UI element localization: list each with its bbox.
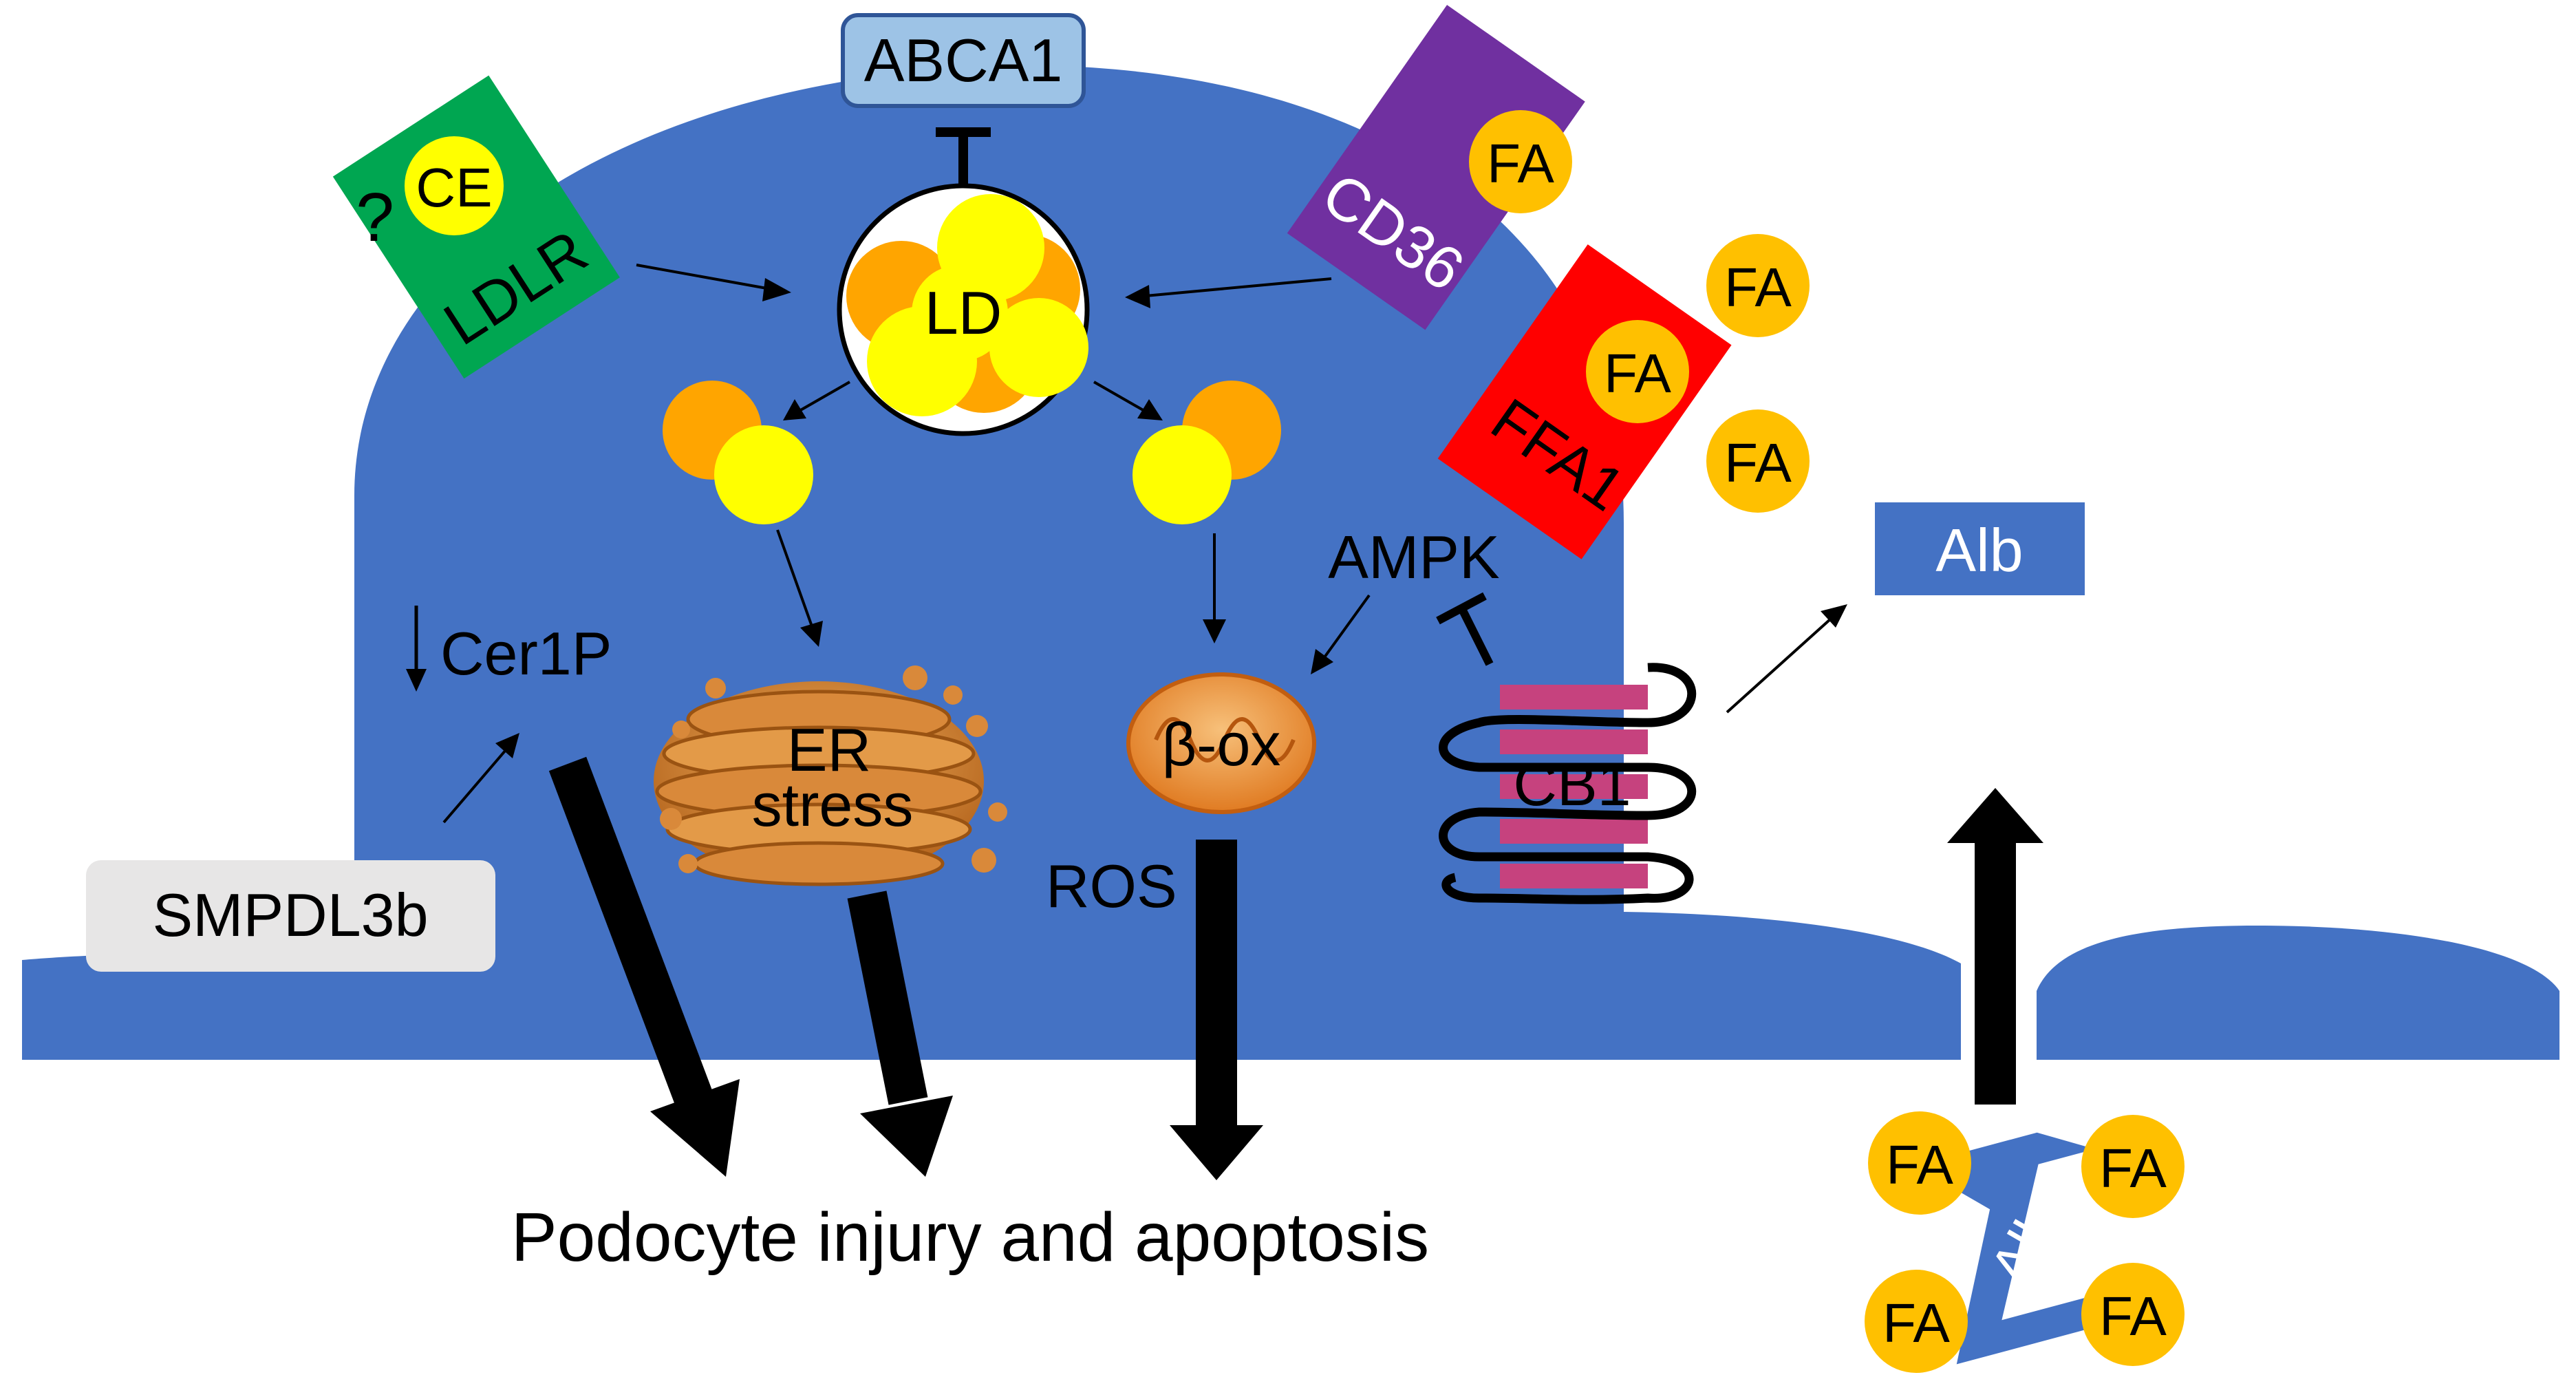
smpdl3b-label: SMPDL3b	[152, 881, 428, 949]
fa-alb-3: FA	[1865, 1270, 1968, 1373]
outcome-label: Podocyte injury and apoptosis	[511, 1199, 1429, 1276]
cb1-receptor: CB1	[1439, 663, 1697, 904]
fa-label: FA	[1882, 1292, 1950, 1354]
neighbor-foot-process	[2037, 926, 2559, 1060]
er-label: ER	[787, 716, 871, 784]
arrow-cb1-to-alb	[1726, 604, 1847, 714]
arrow-er-to-injury	[847, 891, 953, 1177]
abca1-transporter: ABCA1	[841, 13, 1086, 108]
fa-on-ffa1: FA	[1586, 320, 1689, 423]
fa-on-cd36: FA	[1469, 110, 1572, 213]
fa-alb-2: FA	[2081, 1115, 2185, 1218]
fa-label: FA	[2099, 1138, 2167, 1199]
cb1-label: CB1	[1513, 750, 1631, 818]
endoplasmic-reticulum: ER stress	[654, 665, 1007, 886]
lipid-droplet: LD	[837, 183, 1090, 436]
ce-label: CE	[416, 157, 492, 218]
lipid-pair-left	[663, 381, 813, 524]
fa-alb-1: FA	[1868, 1111, 1971, 1215]
arrow-cer1p-to-injury	[548, 756, 740, 1177]
arrow-smpdl3b-to-cer1p	[442, 733, 519, 824]
fa-free-2: FA	[1706, 409, 1810, 513]
arrow-ldlr-to-ld	[636, 264, 791, 301]
fa-label: FA	[1886, 1134, 1953, 1195]
arrow-ld-to-left-pair	[783, 381, 850, 420]
fa-label: FA	[1604, 343, 1671, 404]
fa-label: FA	[1724, 257, 1792, 318]
ce-particle: CE	[405, 136, 504, 235]
fa-alb-4: FA	[2081, 1263, 2185, 1366]
beta-ox-label: β-ox	[1162, 710, 1281, 778]
arrow-left-pair-to-er	[776, 529, 823, 647]
abca1-label: ABCA1	[864, 26, 1063, 94]
fa-free-1: FA	[1706, 234, 1810, 337]
arrow-ld-to-right-pair	[1093, 381, 1163, 420]
ffa1-receptor: FFA1	[1437, 244, 1732, 559]
fa-label: FA	[1487, 133, 1554, 194]
arrow-right-pair-to-mito	[1203, 533, 1226, 643]
fa-label: FA	[2099, 1286, 2167, 1347]
cer1p-label: Cer1P	[440, 619, 612, 687]
arrow-cd36-to-ld	[1125, 277, 1332, 308]
cer1p-decrease-arrow	[406, 606, 427, 692]
mitochondrion: β-ox	[1126, 672, 1316, 814]
ld-label: LD	[925, 279, 1002, 347]
alb-label: Alb	[1935, 516, 2023, 584]
question-mark: ?	[356, 179, 394, 256]
arrow-ampk-to-mito	[1311, 594, 1371, 674]
ampk-label: AMPK	[1328, 523, 1499, 591]
cb1-inhibits-ampk-mark	[1436, 592, 1494, 666]
lipid-pair-right	[1133, 381, 1281, 524]
stress-label: stress	[752, 771, 914, 839]
ros-label: ROS	[1046, 852, 1177, 920]
fa-label: FA	[1724, 432, 1792, 493]
albumin-box: Alb	[1875, 502, 2085, 595]
arrow-ros-to-injury	[1170, 840, 1263, 1180]
arrow-up-to-alb	[1947, 788, 2043, 1105]
smpdl3b-box: SMPDL3b	[86, 860, 495, 972]
